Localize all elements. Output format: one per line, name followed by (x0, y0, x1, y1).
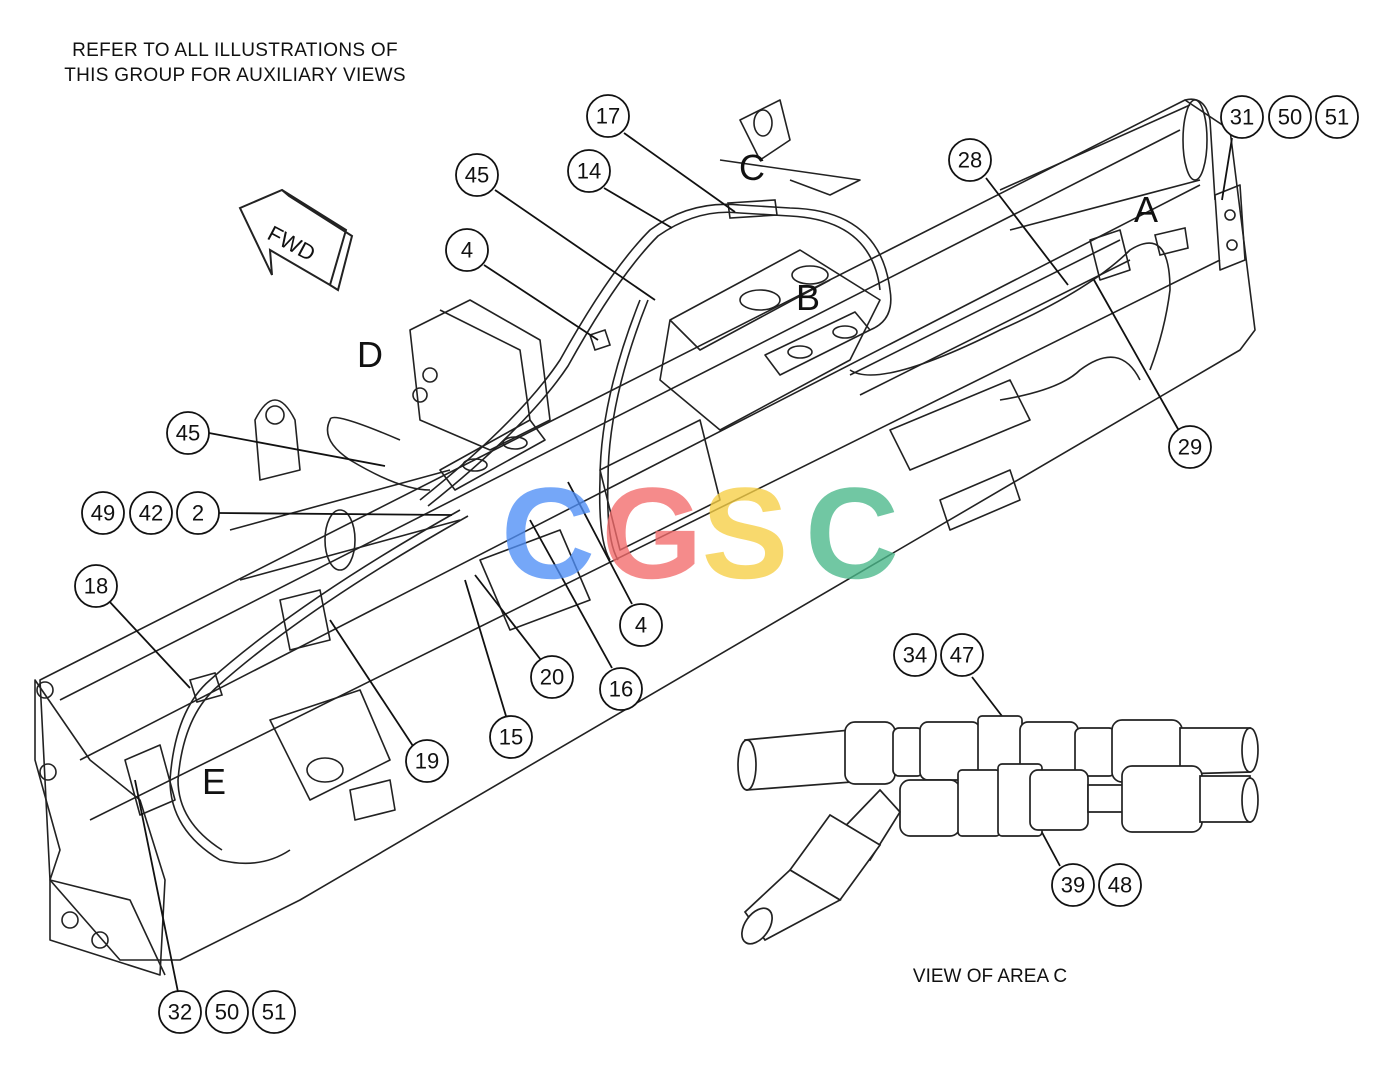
callout-45-left: 45 (176, 421, 200, 446)
callout-31: 31 (1230, 105, 1254, 130)
area-letters: A B C D E (202, 147, 1158, 802)
callout-4-top: 4 (461, 238, 473, 263)
callout-42: 42 (139, 501, 163, 526)
cgsc-watermark: C G S C (501, 460, 899, 606)
callout-20: 20 (540, 665, 564, 690)
callout-47: 47 (950, 643, 974, 668)
callout-15: 15 (499, 725, 523, 750)
reference-note-line-1: REFER TO ALL ILLUSTRATIONS OF (72, 40, 398, 61)
callout-18: 18 (84, 574, 108, 599)
callout-19: 19 (415, 749, 439, 774)
machine-frame-drawing (34, 98, 1256, 976)
reference-note-line-2: THIS GROUP FOR AUXILIARY VIEWS (64, 65, 406, 86)
area-letter-c: C (739, 147, 765, 188)
callout-50-right: 50 (1278, 105, 1302, 130)
callout-14: 14 (577, 159, 601, 184)
callout-34: 34 (903, 643, 927, 668)
area-letter-b: B (796, 277, 820, 318)
watermark-letter-2: G (601, 460, 702, 606)
callout-39: 39 (1061, 873, 1085, 898)
callout-49: 49 (91, 501, 115, 526)
callout-2: 2 (192, 501, 204, 526)
watermark-letter-4: C (805, 460, 899, 606)
watermark-letter-3: S (702, 460, 789, 606)
forward-arrow: FWD (238, 188, 354, 292)
area-letter-a: A (1134, 189, 1158, 230)
hose-lines (169, 199, 1189, 865)
callout-32: 32 (168, 1000, 192, 1025)
callout-51-bottom: 51 (262, 1000, 286, 1025)
leader-lines (107, 132, 1233, 993)
callout-29: 29 (1178, 435, 1202, 460)
callout-16: 16 (609, 677, 633, 702)
area-letter-d: D (357, 334, 383, 375)
callout-28: 28 (958, 148, 982, 173)
watermark-letter-1: C (501, 460, 595, 606)
detail-caption: VIEW OF AREA C (912, 966, 1068, 987)
callout-48: 48 (1108, 873, 1132, 898)
callout-51-right: 51 (1325, 105, 1349, 130)
reference-note: REFER TO ALL ILLUSTRATIONS OF THIS GROUP… (20, 38, 450, 88)
callout-45-top: 45 (465, 163, 489, 188)
callout-4-bottom: 4 (635, 613, 647, 638)
callout-circles (74, 94, 1359, 1034)
area-letter-e: E (202, 761, 226, 802)
callout-numbers: 17 14 45 4 31 50 51 28 29 45 49 42 2 18 … (84, 104, 1349, 1025)
detail-view-area-c (737, 715, 1259, 945)
callout-17: 17 (596, 104, 620, 129)
callout-50-bottom: 50 (215, 1000, 239, 1025)
